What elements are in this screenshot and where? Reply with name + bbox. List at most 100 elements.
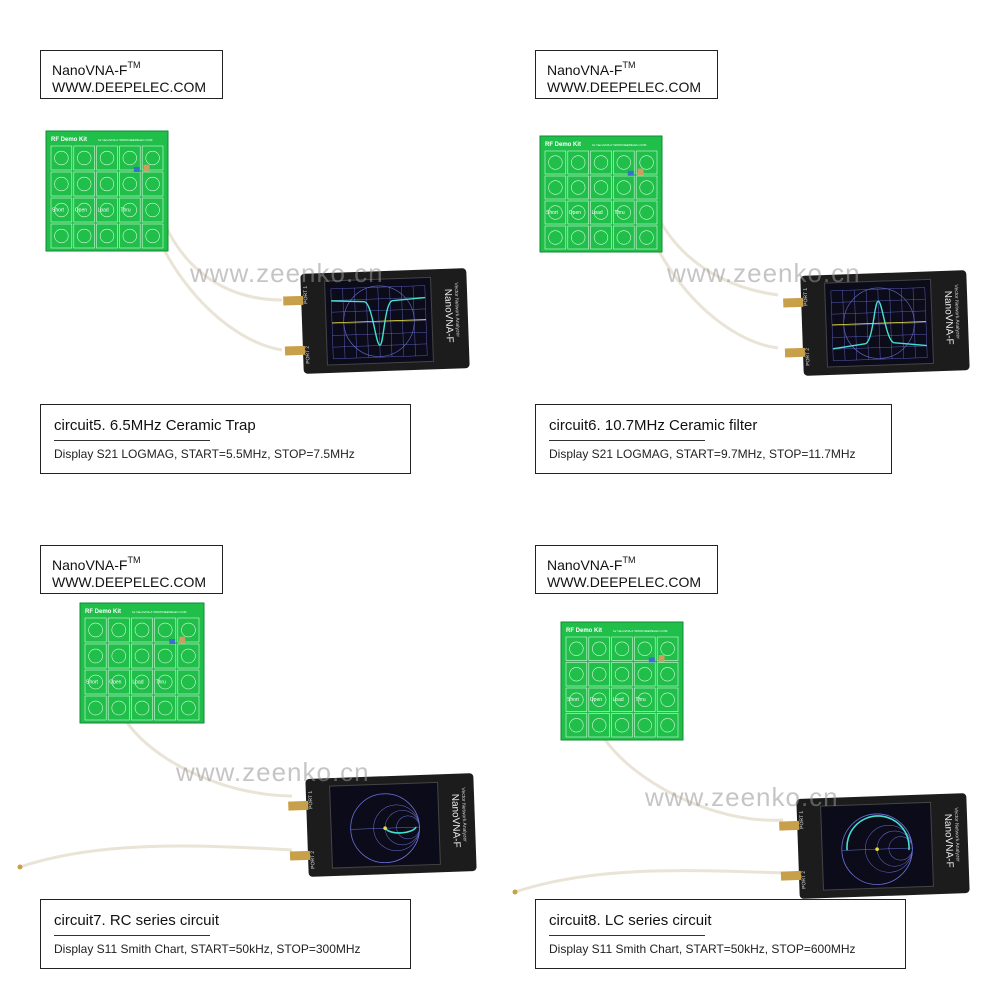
grid-line <box>832 334 927 338</box>
board-smith-symbol <box>660 718 675 733</box>
board-cell <box>154 695 177 721</box>
watermark: www.zeenko.cn <box>176 757 370 787</box>
device-subtitle: Vector Network Analyzer <box>460 787 468 842</box>
sma-connector-port2 <box>780 870 802 881</box>
board-cell <box>544 175 567 200</box>
board-smith-symbol <box>569 692 584 707</box>
board-cell <box>656 636 679 661</box>
board-cell <box>177 669 200 695</box>
device-subtitle: Vector Network Analyzer <box>953 807 961 862</box>
marker-point <box>383 826 387 831</box>
caption-title: circuit5. 6.5MHz Ceramic Trap <box>54 417 256 434</box>
board-cell <box>611 687 633 712</box>
board-cell <box>84 617 107 643</box>
device-brand: NanoVNA-F <box>449 794 462 848</box>
board-cell <box>544 150 567 175</box>
board-smith-symbol <box>637 692 652 707</box>
board-smith-symbol <box>145 228 160 244</box>
board-subtitle: for NanoVNA-F WWW.DEEPELEC.COM <box>592 143 647 147</box>
board-cell <box>84 695 107 721</box>
grid-line <box>332 332 427 336</box>
marker-point <box>875 847 879 852</box>
board-smith-symbol <box>639 155 654 170</box>
board-cell <box>611 636 633 661</box>
board-cell <box>50 223 73 249</box>
board-smith-symbol <box>77 176 92 192</box>
board-cell <box>73 197 95 223</box>
board-cell <box>119 171 141 197</box>
inductor-component <box>658 655 665 663</box>
board-cell <box>565 687 588 712</box>
board-cell <box>613 175 635 200</box>
board-label: Open <box>590 697 602 703</box>
brand-url: WWW.DEEPELEC.COM <box>52 79 207 95</box>
board-cell <box>567 175 589 200</box>
board-smith-symbol <box>111 648 127 664</box>
board-cell <box>73 145 95 171</box>
board-smith-symbol <box>181 674 196 690</box>
board-smith-symbol <box>88 648 103 664</box>
trace-s11 <box>846 815 910 851</box>
board-cell <box>50 171 73 197</box>
board-cell <box>634 662 656 687</box>
trace-s11 <box>384 826 417 834</box>
board-cell <box>635 150 658 175</box>
board-smith-symbol <box>616 205 631 220</box>
board-cell <box>141 171 164 197</box>
caption-divider <box>54 440 210 441</box>
board-cell <box>154 617 177 643</box>
board-cell <box>84 669 107 695</box>
port2-label: PORT 2 <box>305 346 312 364</box>
sma-connector-port2 <box>289 850 311 861</box>
board-smith-symbol <box>592 641 607 656</box>
board-smith-symbol <box>616 180 631 195</box>
board-cell <box>131 669 153 695</box>
board-cell <box>613 150 635 175</box>
trace-s21 <box>331 296 426 346</box>
watermark: www.zeenko.cn <box>645 782 839 812</box>
trace-reference <box>332 319 426 324</box>
board-cell <box>107 617 130 643</box>
board-cell <box>565 662 588 687</box>
board-cell <box>131 617 153 643</box>
port2-label: PORT 2 <box>805 348 812 366</box>
board-smith-symbol <box>99 202 115 218</box>
board-cell <box>119 223 141 249</box>
sma-connector-port1 <box>779 820 800 831</box>
inductor-component <box>637 168 644 176</box>
brand-box: NanoVNA-FTM WWW.DEEPELEC.COM <box>40 545 223 594</box>
screen-plot <box>841 813 913 885</box>
board-cell <box>567 150 589 175</box>
board-cell <box>154 643 177 669</box>
board-smith-symbol <box>571 155 586 170</box>
board-smith-symbol <box>660 667 675 682</box>
board-smith-symbol <box>134 700 150 716</box>
trademark-mark: TM <box>622 555 636 565</box>
board-cell <box>96 171 118 197</box>
board-cell <box>656 687 679 712</box>
board-cell <box>107 669 130 695</box>
board-cell <box>565 636 588 661</box>
board-smith-symbol <box>592 667 607 682</box>
board-cell <box>96 197 118 223</box>
coax-cable <box>19 844 293 869</box>
board-cell <box>141 197 164 223</box>
board-smith-symbol <box>569 667 584 682</box>
board-cell <box>611 713 633 738</box>
grid-line <box>330 285 425 290</box>
board-smith-symbol <box>181 648 196 664</box>
board-label: Open <box>75 207 87 213</box>
board-label: Load <box>613 697 624 703</box>
board-smith-symbol <box>660 692 675 707</box>
board-smith-symbol <box>637 641 652 656</box>
board-cell <box>119 197 141 223</box>
caption-subtitle: Display S11 Smith Chart, START=50kHz, ST… <box>549 942 856 956</box>
board-smith-symbol <box>77 228 92 244</box>
grid-line <box>331 297 426 301</box>
